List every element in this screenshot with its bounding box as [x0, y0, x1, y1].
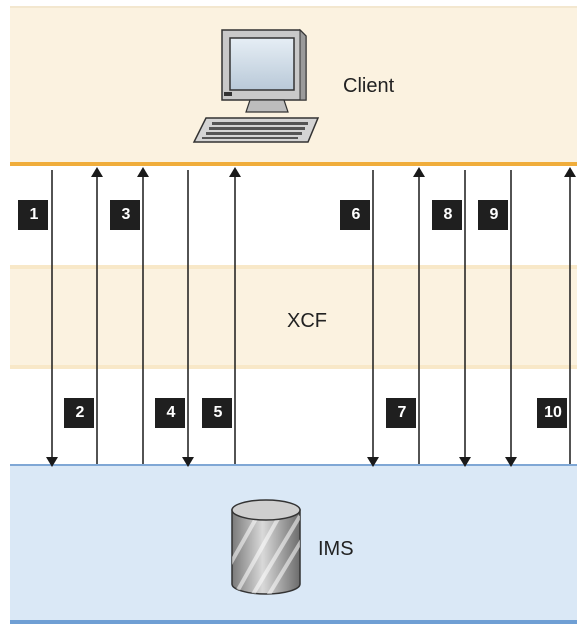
ims-label: IMS [318, 538, 354, 560]
step-badge-1: 1 [18, 200, 48, 230]
xcf-tier [10, 265, 577, 369]
step-badge-10: 10 [537, 398, 567, 428]
step-badge-8: 8 [432, 200, 462, 230]
step-badge-9: 9 [478, 200, 508, 230]
step-badge-5: 5 [202, 398, 232, 428]
client-label: Client [343, 75, 395, 97]
step-badge-6: 6 [340, 200, 370, 230]
step-badge-7: 7 [386, 398, 416, 428]
database-icon [231, 499, 301, 595]
xcf-label: XCF [287, 310, 327, 332]
step-badge-4: 4 [155, 398, 185, 428]
step-badge-3: 3 [110, 200, 140, 230]
computer-icon [192, 28, 320, 143]
step-badge-2: 2 [64, 398, 94, 428]
